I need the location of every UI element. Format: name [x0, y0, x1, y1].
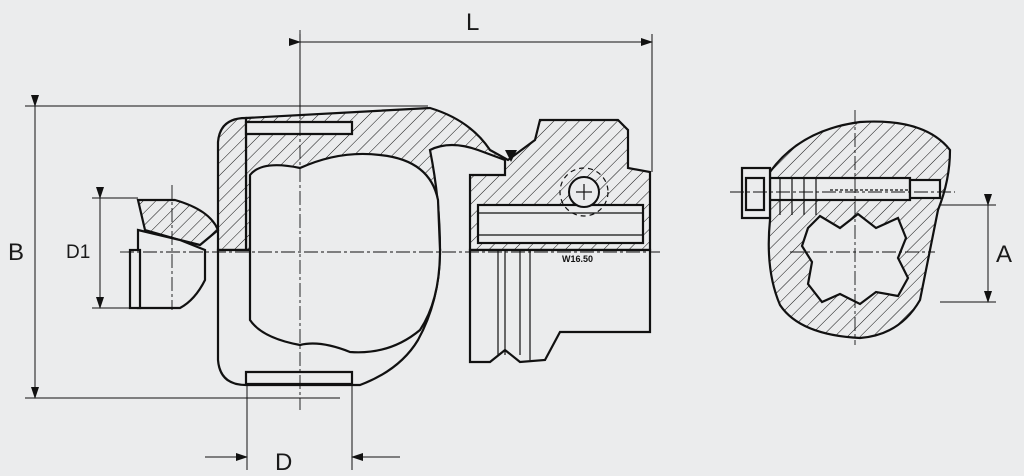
marking-text: W16.50: [562, 254, 593, 264]
label-L: L: [466, 9, 479, 36]
cross-cavity: [248, 152, 442, 354]
label-A: A: [996, 241, 1012, 268]
grease-nipple: [136, 198, 220, 247]
spline-bore: [476, 203, 645, 245]
bearing-cup-top: [244, 120, 354, 136]
yoke-boss-upper: [216, 116, 248, 252]
end-clamp-bolt: [768, 176, 912, 202]
label-D: D: [275, 449, 292, 476]
bearing-cup-bottom: [244, 370, 354, 386]
label-D1: D1: [66, 242, 90, 263]
grease-nipple-body: [136, 228, 207, 310]
side-view: W16.50: [120, 30, 660, 410]
spline-hub: [468, 248, 652, 364]
marker-triangle: [505, 150, 517, 162]
end-view: [730, 110, 955, 345]
dimension-lines: [25, 34, 996, 470]
label-B: B: [8, 239, 24, 266]
